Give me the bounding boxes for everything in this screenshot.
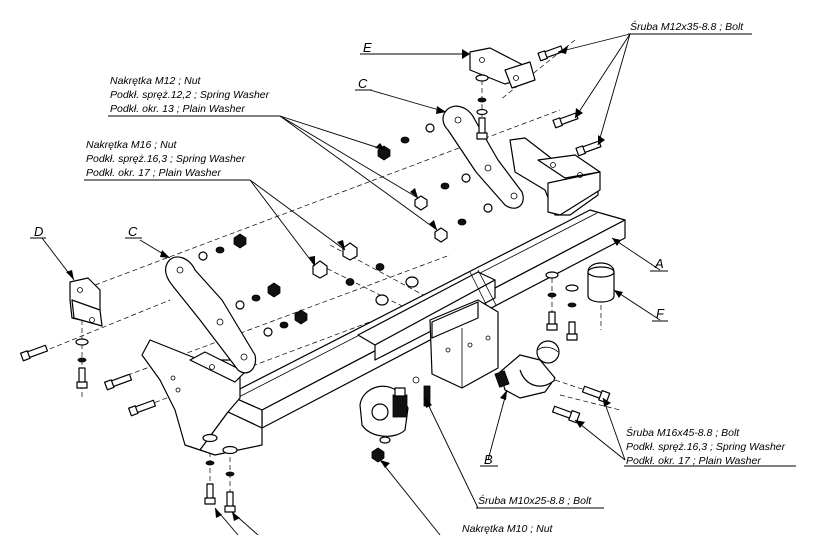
right-beam-bracket: [509, 137, 601, 216]
m12-nut-label: Nakrętka M12 ; Nut: [110, 75, 202, 87]
m16-nut-label: Nakrętka M16 ; Nut: [86, 139, 178, 151]
bolt-m16-plain-washer-label: Podkł. okr. 17 ; Plain Washer: [626, 455, 761, 467]
leader-arrowheads: [66, 46, 623, 521]
m16-spring-washer-label: Podkł. spręż.16,3 ; Spring Washer: [86, 153, 246, 165]
bolt-m16-spring-washer-label: Podkł. spręż.16,3 ; Spring Washer: [626, 441, 786, 453]
part-letter-f: F: [656, 306, 665, 321]
bolt-m16-label: Śruba M16x45-8.8 ; Bolt: [626, 426, 740, 439]
part-letters: E C C D A F B: [30, 40, 668, 467]
callout-bolt-m16-group: Śruba M16x45-8.8 ; Bolt Podkł. spręż.16,…: [624, 426, 796, 467]
callout-bolt-m12: Śruba M12x35-8.8 ; Bolt: [628, 20, 752, 35]
nut-m10-label: Nakrętka M10 ; Nut: [462, 523, 554, 535]
part-letter-d: D: [34, 224, 43, 239]
bolt-m12-stack: [537, 45, 602, 157]
part-letter-c-left: C: [128, 224, 138, 239]
part-letter-a: A: [654, 256, 664, 271]
side-plate-right: [442, 105, 524, 209]
electrical-socket: [359, 376, 431, 437]
ball-cover: [587, 262, 615, 330]
bottom-vertical-fasteners: [202, 433, 238, 513]
leader-lines: [41, 33, 661, 536]
bracket-d-fasteners: [75, 338, 89, 389]
m16-nut-washer-rows: [312, 242, 419, 306]
m12-nut-washer-rows: [377, 123, 493, 243]
m16-plain-washer-label: Podkł. okr. 17 ; Plain Washer: [86, 167, 221, 179]
ball-vertical-fasteners: [545, 271, 579, 341]
left-horizontal-bolts: [20, 344, 157, 417]
callout-m12-group: Nakrętka M12 ; Nut Podkł. spręż.12,2 ; S…: [108, 75, 280, 117]
bolt-m12-label: Śruba M12x35-8.8 ; Bolt: [630, 20, 744, 33]
bolt-m16-stack: [551, 385, 611, 424]
m12-spring-washer-label: Podkł. spręż.12,2 ; Spring Washer: [110, 89, 270, 101]
left-plate-fasteners: [198, 233, 308, 337]
side-plate-left: [165, 256, 257, 374]
bolt-m10-label: Śruba M10x25-8.8 ; Bolt: [478, 494, 592, 507]
callout-m16-group: Nakrętka M16 ; Nut Podkł. spręż.16,3 ; S…: [84, 139, 250, 181]
m12-plain-washer-label: Podkł. okr. 13 ; Plain Washer: [110, 103, 245, 115]
callout-bolt-m10: Śruba M10x25-8.8 ; Bolt: [476, 494, 604, 509]
socket-fasteners: [371, 436, 391, 463]
tow-ball-assembly: [494, 340, 560, 399]
bracket-d: [69, 277, 103, 327]
hitch-mount-block: [429, 299, 499, 389]
bracket-e-fasteners: [475, 74, 489, 140]
callout-nut-m10: Nakrętka M10 ; Nut: [462, 523, 554, 535]
part-letter-c-right: C: [358, 76, 368, 91]
bracket-e: [469, 47, 536, 89]
part-letter-b: B: [484, 452, 493, 467]
part-letter-e: E: [363, 40, 372, 55]
